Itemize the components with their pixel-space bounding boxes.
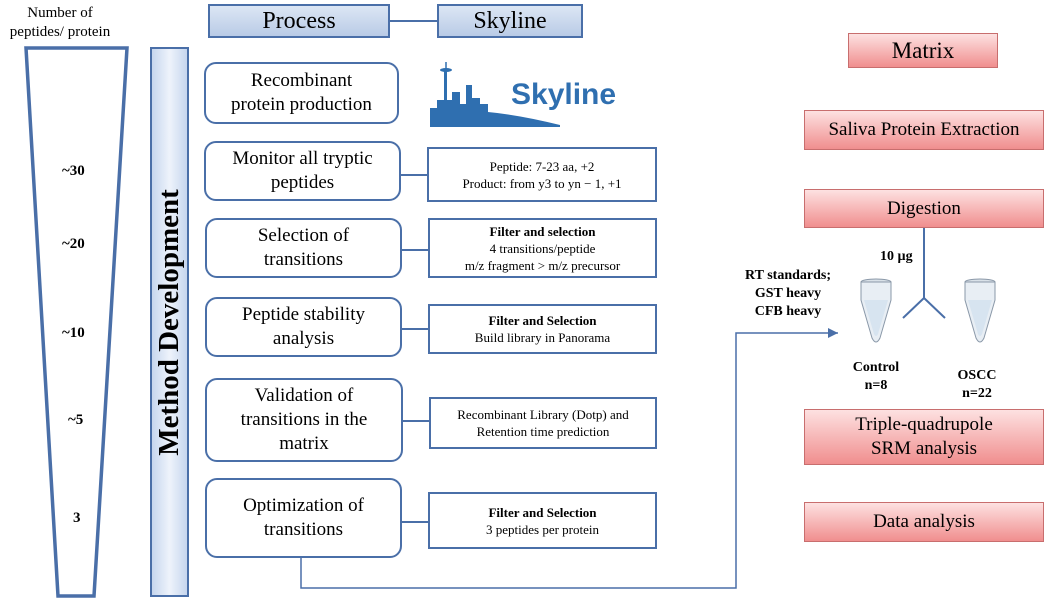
method-development-label: Method Development [153, 188, 185, 456]
flow-connector-arrowhead [828, 328, 838, 338]
funnel-shape [24, 46, 129, 598]
sample-amount-label: 10 µg [880, 249, 913, 264]
method-development-bar [150, 47, 189, 597]
skyline-logo-graphic [430, 62, 560, 127]
flow-connector-line [300, 332, 838, 589]
split-left-branch [902, 297, 925, 319]
oscc-tube-icon [964, 278, 996, 343]
funnel-tick-label: ~30 [62, 163, 85, 179]
digestion-box: Digestion [804, 189, 1044, 228]
data-analysis-box: Data analysis [804, 502, 1044, 542]
control-tube-icon [860, 278, 892, 343]
process-header: Process [208, 4, 390, 38]
skyline-logo-text: Skyline [511, 78, 617, 111]
funnel-tick-label: ~20 [62, 236, 85, 252]
funnel-tick-label: ~10 [62, 325, 85, 341]
funnel-tick-label: ~5 [68, 412, 84, 428]
skyline-header: Skyline [437, 4, 583, 38]
y-axis-label: Number of peptides/ protein [9, 5, 111, 40]
saliva-protein-extraction-box: Saliva Protein Extraction [804, 110, 1044, 150]
matrix-header: Matrix [848, 33, 998, 68]
split-right-branch [923, 297, 946, 319]
funnel-tick-label: 3 [73, 510, 81, 526]
